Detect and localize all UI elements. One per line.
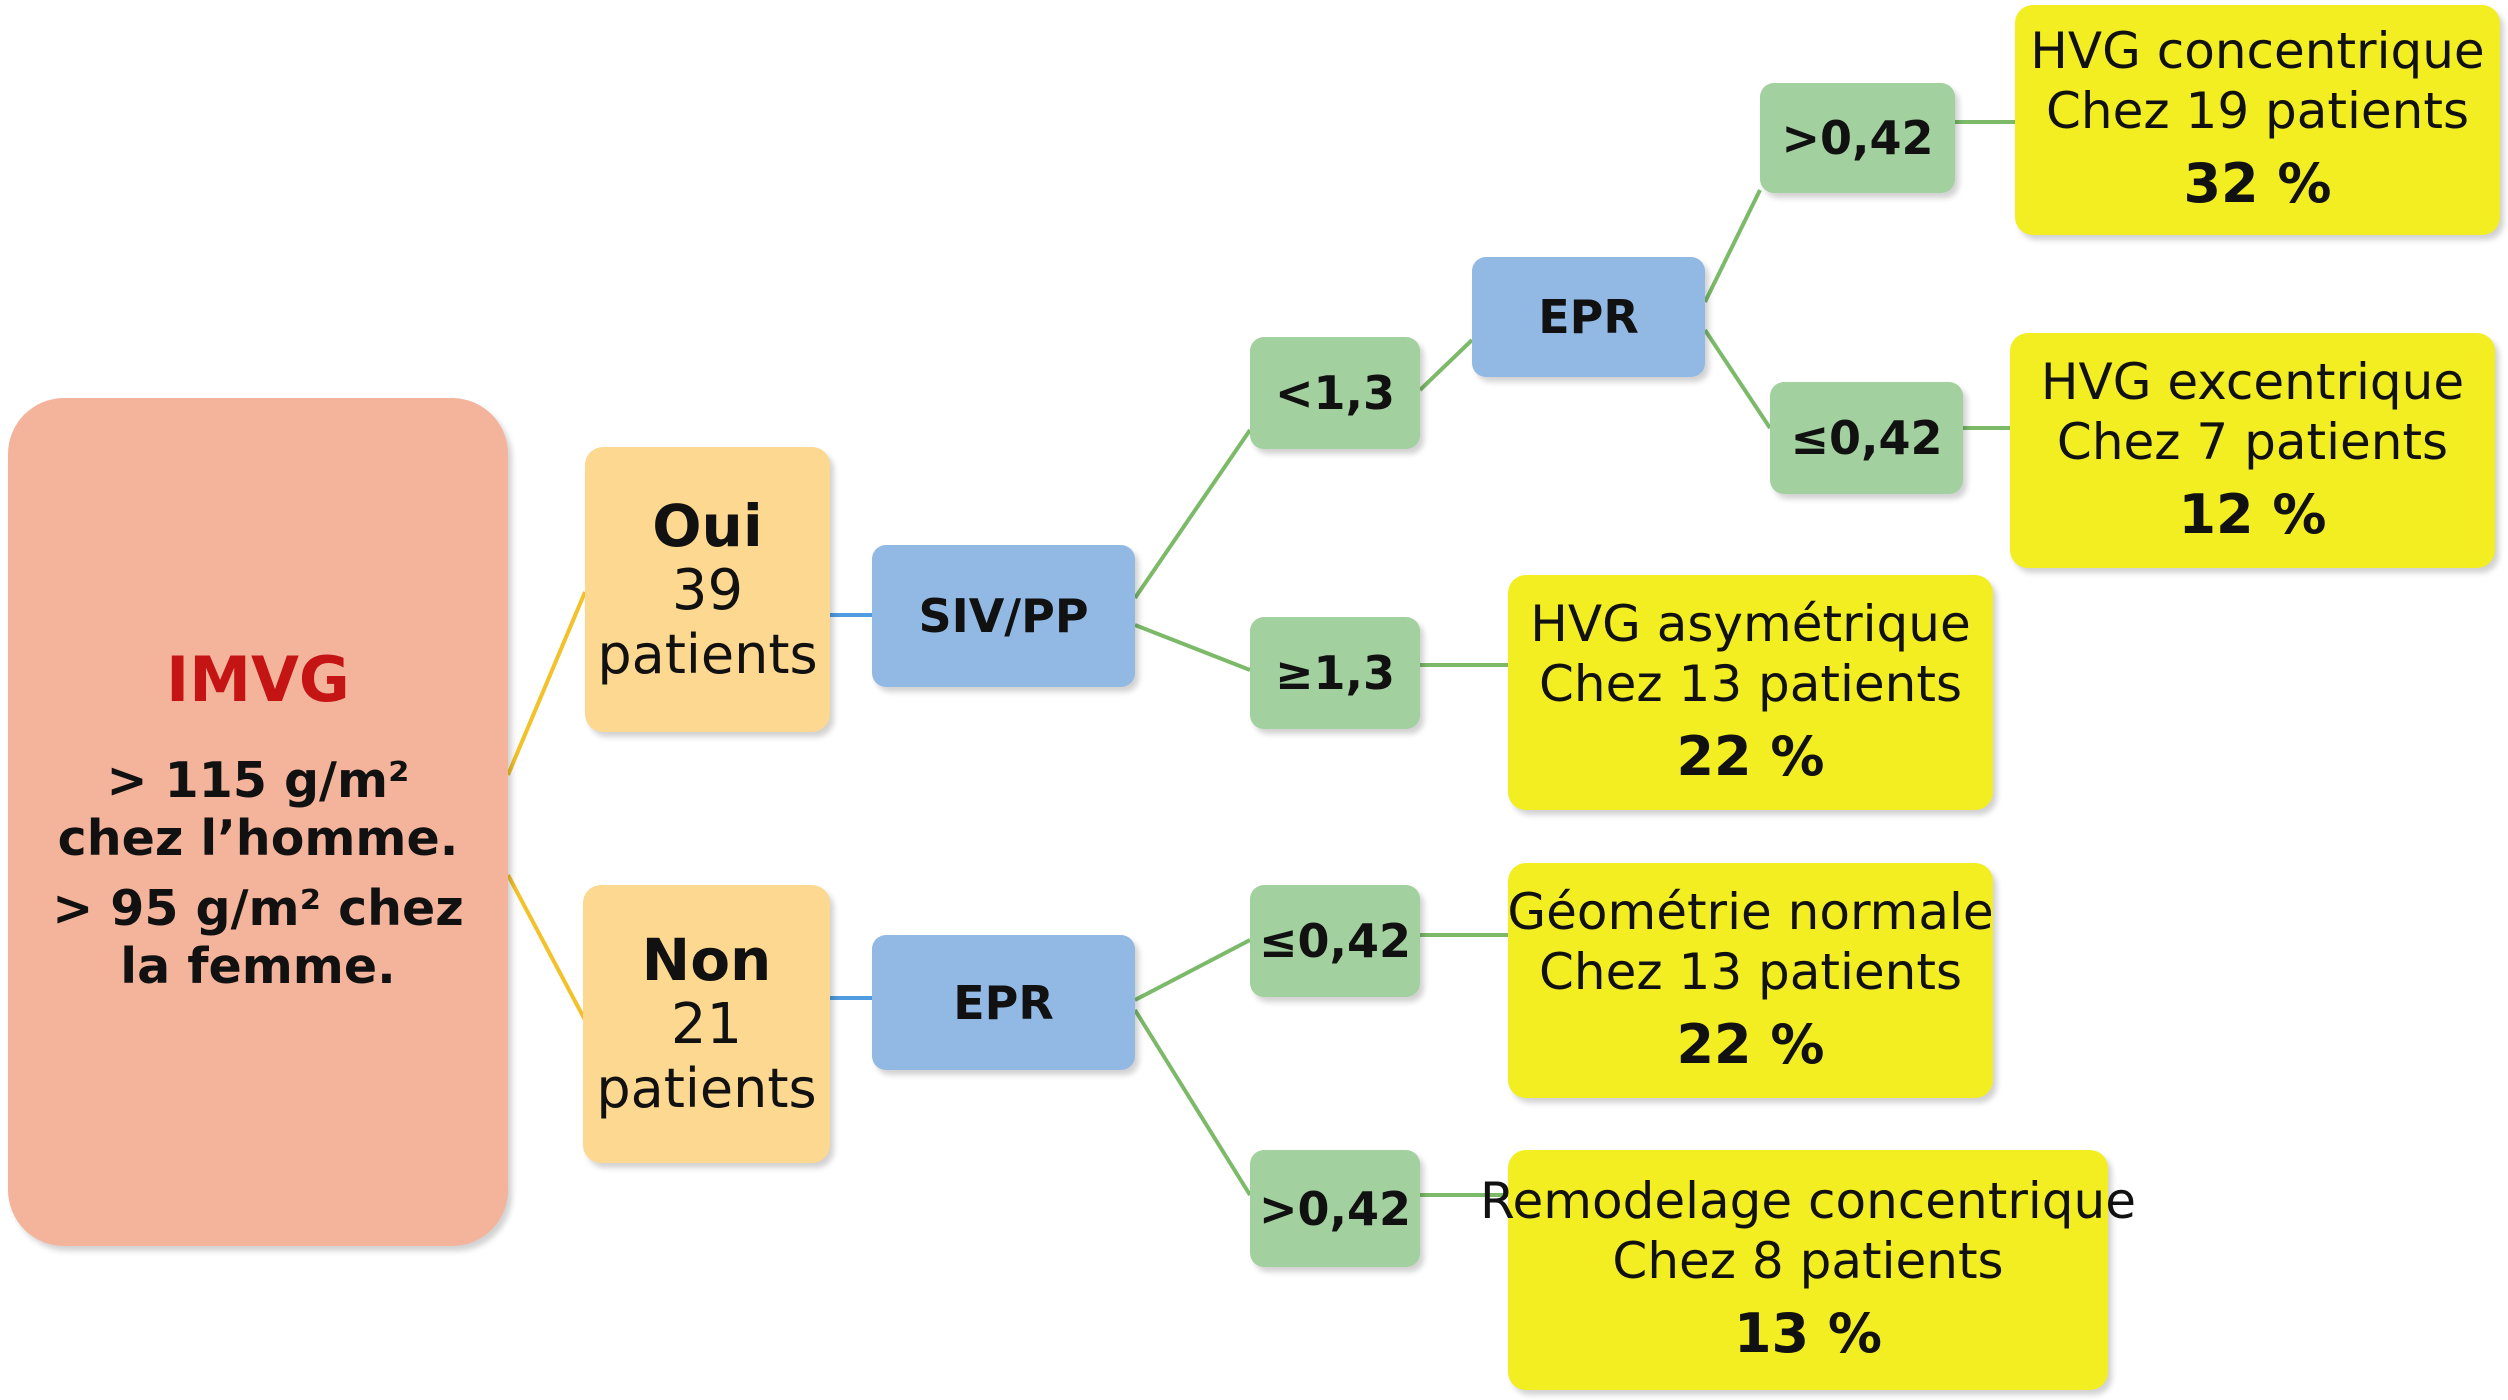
cond-lt-1-3: <1,3 [1250,337,1420,449]
result-hvg-concentrique-patients: Chez 19 patients [2046,82,2469,140]
branch-oui-count: 39 [671,557,744,623]
cond-ge-1-3: ≥1,3 [1250,617,1420,729]
result-hvg-asymetrique-label: HVG asymétrique [1530,594,1971,653]
cond-le-042-non: ≤0,42 [1250,885,1420,997]
param-epr-oui: EPR [1472,257,1705,377]
root-imvg-box: IMVG > 115 g/m² chez l’homme. > 95 g/m² … [8,398,508,1246]
result-hvg-asymetrique-patients: Chez 13 patients [1539,654,1962,713]
result-remodelage-concentrique: Remodelage concentrique Chez 8 patients … [1480,1150,2136,1390]
param-epr-non: EPR [872,935,1135,1070]
criterion-men: > 115 g/m² chez l’homme. [57,751,459,867]
link-root-oui [506,591,587,776]
criterion-women: > 95 g/m² chez la femme. [52,879,464,995]
branch-oui-box: Oui 39 patients [585,447,830,732]
branch-non-box: Non 21 patients [583,885,830,1163]
branch-non-unit: patients [596,1057,817,1120]
result-hvg-excentrique-label: HVG excentrique [2040,352,2465,411]
link-sivpp-lt13 [1133,428,1252,600]
result-hvg-excentrique-patients: Chez 7 patients [2056,412,2449,471]
result-hvg-concentrique-label: HVG concentrique [2030,22,2485,80]
link-epr-gt042 [1703,189,1762,303]
cond-gt-042-non: >0,42 [1250,1150,1420,1267]
branch-non-count: 21 [670,992,743,1057]
result-geometrie-normale-label: Géométrie normale [1507,882,1994,941]
result-hvg-excentrique: HVG excentrique Chez 7 patients 12 % [2010,333,2495,568]
link-lt13-epr [1418,338,1474,392]
result-remodelage-concentrique-patients: Chez 8 patients [1612,1232,2004,1290]
result-geometrie-normale-patients: Chez 13 patients [1539,942,1962,1001]
cond-le-042-top: ≤0,42 [1770,382,1963,494]
link-eprnon-le042 [1134,938,1251,1002]
link-root-non [506,874,587,1021]
result-hvg-concentrique-percent: 32 % [2183,152,2332,215]
link-eprnon-gt042 [1133,1008,1252,1197]
result-hvg-asymetrique-percent: 22 % [1676,724,1825,788]
result-hvg-asymetrique: HVG asymétrique Chez 13 patients 22 % [1508,575,1993,810]
cond-gt-042-top: >0,42 [1760,83,1955,193]
result-hvg-concentrique: HVG concentrique Chez 19 patients 32 % [2015,5,2500,235]
branch-non-head: Non [641,926,772,994]
param-siv-pp: SIV/PP [872,545,1135,687]
result-remodelage-concentrique-label: Remodelage concentrique [1480,1172,2136,1230]
link-sivpp-ge13 [1134,623,1251,672]
result-geometrie-normale-percent: 22 % [1676,1012,1825,1076]
root-title: IMVG [166,642,350,716]
result-remodelage-concentrique-percent: 13 % [1733,1302,1883,1365]
result-geometrie-normale: Géométrie normale Chez 13 patients 22 % [1507,863,1994,1098]
result-hvg-excentrique-percent: 12 % [2178,482,2327,546]
branch-oui-head: Oui [652,491,763,560]
link-epr-le042 [1703,328,1772,430]
branch-oui-unit: patients [597,622,818,686]
